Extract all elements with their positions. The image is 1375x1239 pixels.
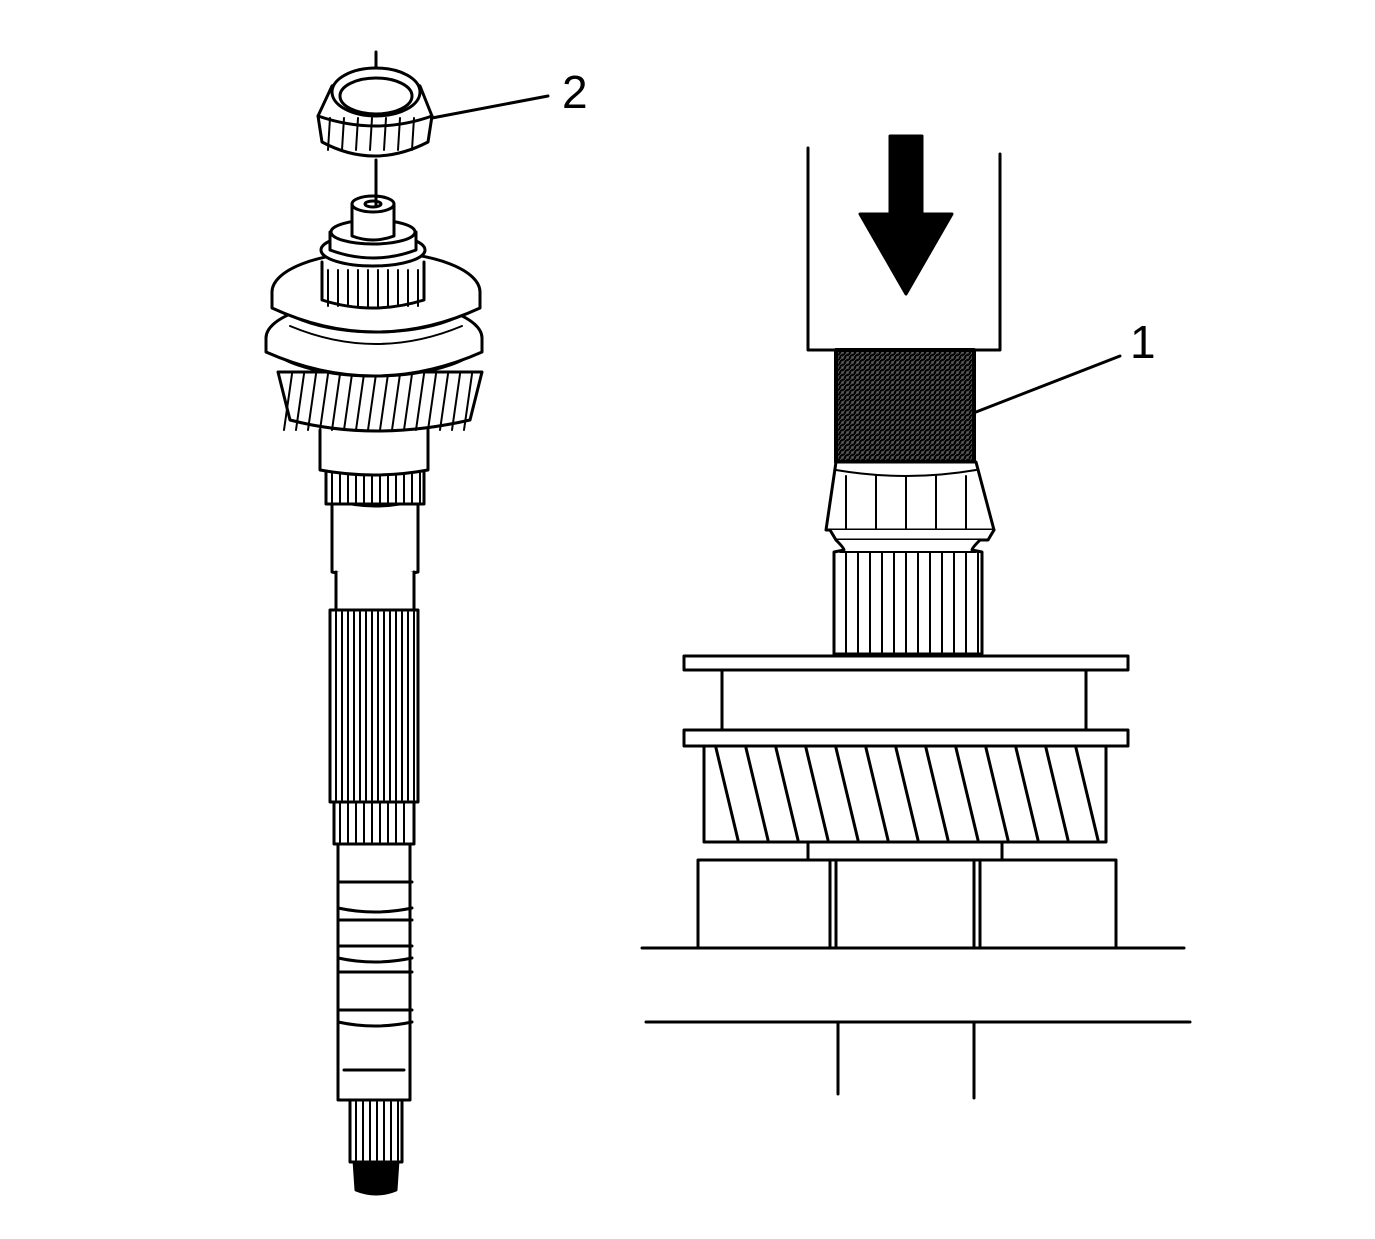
- tapered-bearing-loose: [316, 66, 434, 158]
- gear-assembly: [682, 654, 1130, 862]
- arrow-down-icon: [858, 134, 954, 296]
- shaft-spline-stub: [832, 538, 984, 656]
- press-bed: [640, 946, 1192, 1100]
- input-shaft: [264, 194, 484, 1196]
- callout-1: 1: [974, 316, 1156, 414]
- bearing-being-installed: [824, 460, 996, 542]
- callout-2: 2: [430, 66, 588, 120]
- bearing-installer-tool: [834, 348, 976, 464]
- callout-label-2: 2: [562, 66, 588, 118]
- press-support-blocks: [696, 858, 1118, 950]
- callout-label-1: 1: [1130, 316, 1156, 368]
